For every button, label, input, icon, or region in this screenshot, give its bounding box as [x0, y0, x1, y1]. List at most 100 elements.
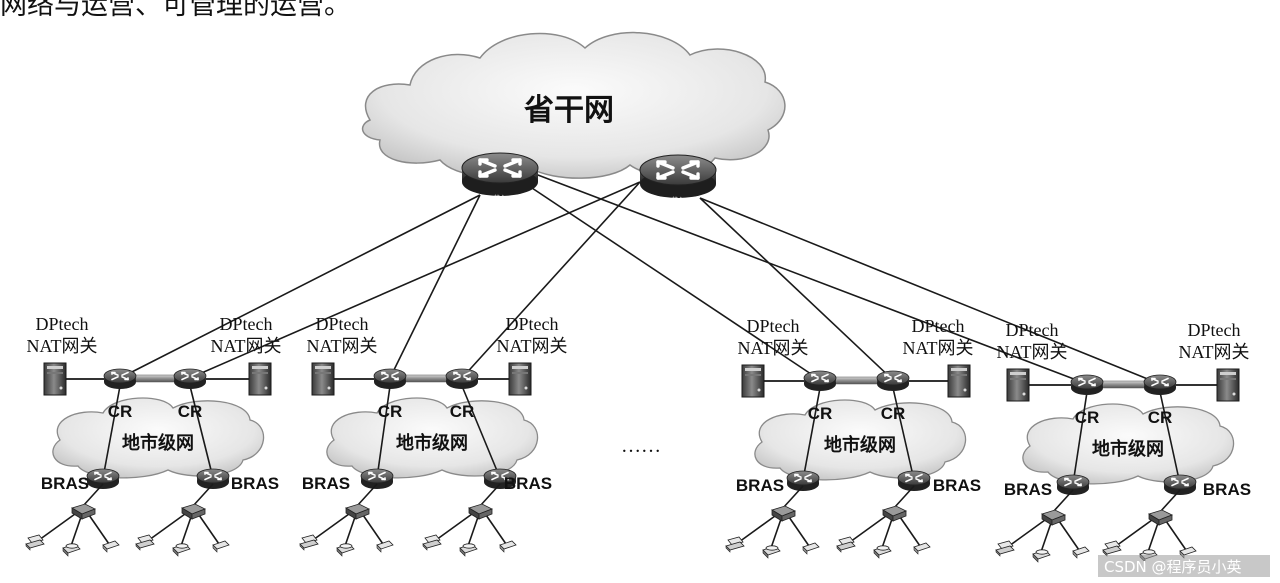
more-regions-ellipsis: ……: [621, 435, 661, 457]
access-network-label: 地市级网: [1092, 438, 1164, 460]
nat-vendor-label-left: DPtech: [316, 314, 369, 334]
core-router-left-tag: 核心: [494, 194, 506, 202]
cr-label-right: CR: [1148, 408, 1173, 427]
access-switch: [1041, 509, 1066, 526]
bras-label-left: BRAS: [1004, 480, 1052, 499]
laptop-icon: [802, 542, 820, 555]
nat-gateway-label-left: NAT网关: [738, 338, 809, 358]
access-network-label: 地市级网: [396, 432, 468, 454]
cr-router-left: [803, 370, 837, 392]
nat-vendor-label-left: DPtech: [36, 314, 89, 334]
nat-gateway-label-right: NAT网关: [211, 336, 282, 356]
cr-label-right: CR: [450, 402, 475, 421]
telephone-icon: [1032, 549, 1051, 563]
access-switch: [345, 503, 370, 520]
desktop-pc-icon: [995, 540, 1015, 557]
cr-router-left: [373, 368, 407, 390]
cr-label-left: CR: [378, 402, 403, 421]
nat-vendor-label-right: DPtech: [220, 314, 273, 334]
backbone-network-label: 省干网: [524, 93, 614, 128]
nat-gateway-server-right: [508, 362, 532, 396]
nat-gateway-label-right: NAT网关: [903, 338, 974, 358]
nat-gateway-label-left: NAT网关: [307, 336, 378, 356]
telephone-icon: [762, 545, 781, 559]
nat-gateway-server-left: [741, 364, 765, 398]
bras-label-left: BRAS: [41, 474, 89, 493]
telephone-icon: [336, 543, 355, 557]
uplink-lines: [119, 171, 1161, 385]
nat-gateway-server-right: [1216, 368, 1240, 402]
core-router-right-tag: 核心: [672, 196, 684, 204]
bras-router-right: [196, 468, 230, 490]
nat-gateway-label-left: NAT网关: [997, 342, 1068, 362]
desktop-pc-icon: [135, 534, 155, 551]
telephone-icon: [62, 543, 81, 557]
desktop-pc-icon: [25, 534, 45, 551]
bras-router-right: [1163, 474, 1197, 496]
desktop-pc-icon: [725, 536, 745, 553]
telephone-icon: [873, 545, 892, 559]
nat-vendor-label-right: DPtech: [912, 316, 965, 336]
laptop-icon: [1072, 546, 1090, 559]
cr-label-left: CR: [108, 402, 133, 421]
bras-label-right: BRAS: [231, 474, 279, 493]
cr-router-left: [103, 368, 137, 390]
bras-label-left: BRAS: [302, 474, 350, 493]
nat-gateway-server-right: [248, 362, 272, 396]
laptop-icon: [102, 540, 120, 553]
core-router-left: 核心: [460, 151, 540, 202]
desktop-pc-icon: [299, 534, 319, 551]
nat-vendor-label-right: DPtech: [1188, 320, 1241, 340]
cr-router-right: [445, 368, 479, 390]
bras-router-left: [360, 468, 394, 490]
cr-router-left: [1070, 374, 1104, 396]
nat-gateway-server-left: [311, 362, 335, 396]
cr-router-right: [1143, 374, 1177, 396]
nat-vendor-label-left: DPtech: [747, 316, 800, 336]
access-switch: [181, 503, 206, 520]
nat-vendor-label-right: DPtech: [506, 314, 559, 334]
cr-label-left: CR: [1075, 408, 1100, 427]
backbone-cloud: 省干网: [361, 31, 786, 179]
nat-gateway-label-right: NAT网关: [497, 336, 568, 356]
laptop-icon: [499, 540, 517, 553]
access-switch: [771, 505, 796, 522]
cr-router-right: [173, 368, 207, 390]
desktop-pc-icon: [1102, 540, 1122, 557]
cr-label-right: CR: [881, 404, 906, 423]
bras-label-right: BRAS: [1203, 480, 1251, 499]
bras-router-left: [86, 468, 120, 490]
bras-router-right: [897, 470, 931, 492]
cr-router-right: [876, 370, 910, 392]
laptop-icon: [212, 540, 230, 553]
desktop-pc-icon: [422, 534, 442, 551]
telephone-icon: [172, 543, 191, 557]
nat-gateway-label-left: NAT网关: [27, 336, 98, 356]
bras-router-left: [786, 470, 820, 492]
cr-label-left: CR: [808, 404, 833, 423]
laptop-icon: [913, 542, 931, 555]
watermark: CSDN @程序员小英: [1098, 555, 1270, 577]
telephone-icon: [459, 543, 478, 557]
access-switch: [468, 503, 493, 520]
access-switch: [1148, 509, 1173, 526]
nat-gateway-server-left: [43, 362, 67, 396]
nat-vendor-label-left: DPtech: [1006, 320, 1059, 340]
core-router-right: 核心: [638, 153, 718, 204]
access-network-label: 地市级网: [122, 432, 194, 454]
nat-gateway-server-right: [947, 364, 971, 398]
nat-gateway-label-right: NAT网关: [1179, 342, 1250, 362]
laptop-icon: [376, 540, 394, 553]
bras-label-right: BRAS: [933, 476, 981, 495]
access-switch: [71, 503, 96, 520]
bras-router-left: [1056, 474, 1090, 496]
bras-label-left: BRAS: [736, 476, 784, 495]
access-switch: [882, 505, 907, 522]
header-text-fragment: 网络与运营、可管理的运营。: [0, 0, 351, 20]
watermark-text: CSDN @程序员小英: [1104, 558, 1242, 576]
